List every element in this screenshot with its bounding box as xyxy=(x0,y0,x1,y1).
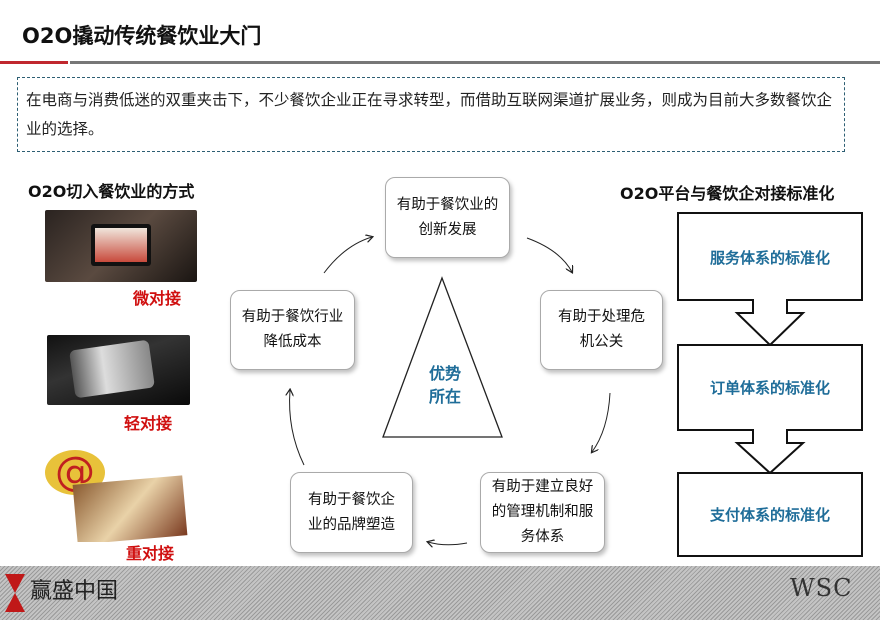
cycle-arrow xyxy=(323,237,372,274)
tablet-photo xyxy=(45,210,197,282)
benefit-management: 有助于建立良好的管理机制和服务体系 xyxy=(480,472,605,553)
benefit-crisis-pr: 有助于处理危机公关 xyxy=(540,290,663,370)
step-box-3 xyxy=(677,472,863,557)
heavy-docking-label: 重对接 xyxy=(126,544,175,563)
right-heading: O2O平台与餐饮企对接标准化 xyxy=(620,184,835,203)
step-order: 订单体系的标准化 xyxy=(709,379,830,397)
wsc-logo: WSC xyxy=(790,574,853,602)
company-logo-icon xyxy=(5,574,25,612)
step-service: 服务体系的标准化 xyxy=(709,249,830,267)
benefit-cost: 有助于餐饮行业降低成本 xyxy=(230,290,355,370)
benefit-branding: 有助于餐饮企业的品牌塑造 xyxy=(290,472,413,553)
cycle-arrow xyxy=(290,390,305,466)
advantage-line-1: 优势 xyxy=(428,364,461,383)
website-photo: @ xyxy=(45,450,195,542)
intro-text: 在电商与消费低迷的双重夹击下，不少餐饮企业正在寻求转型，而借助互联网渠道扩展业务… xyxy=(17,77,845,152)
advantage-line-2: 所在 xyxy=(428,387,461,406)
advantage-triangle xyxy=(382,276,503,438)
page-title: O2O撬动传统餐饮业大门 xyxy=(22,24,262,48)
step-box-1 xyxy=(677,212,863,347)
cycle-arrow xyxy=(592,392,611,452)
light-docking-label: 轻对接 xyxy=(124,414,173,433)
footer-bar: 赢盛中国 WSC xyxy=(0,566,880,620)
company-logo-text: 赢盛中国 xyxy=(30,579,119,604)
step-payment: 支付体系的标准化 xyxy=(709,506,830,524)
advantage-label: 优势 所在 xyxy=(415,362,475,408)
phone-photo xyxy=(47,335,190,405)
step-box-2 xyxy=(677,344,863,475)
benefit-innovation: 有助于餐饮业的创新发展 xyxy=(385,177,510,258)
cycle-arrow xyxy=(526,237,572,272)
title-underline-accent xyxy=(0,61,68,64)
left-heading: O2O切入餐饮业的方式 xyxy=(28,182,195,201)
title-underline xyxy=(70,61,880,64)
micro-docking-label: 微对接 xyxy=(133,289,182,308)
cycle-arrow xyxy=(428,542,468,545)
